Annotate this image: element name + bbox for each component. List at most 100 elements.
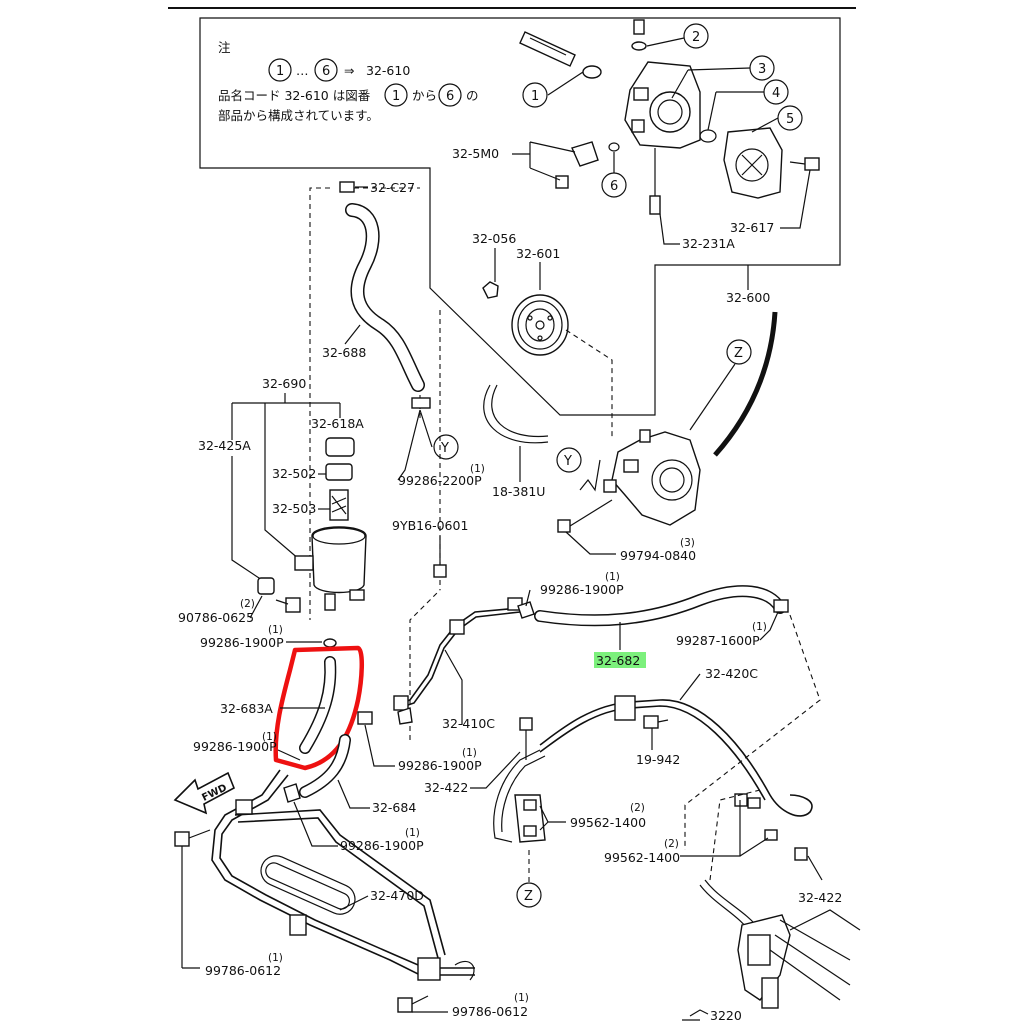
label-32-422-a: 32-422	[424, 780, 468, 795]
label-19-942: 19-942	[636, 752, 680, 767]
label-99786-0612-a: 99786-0612	[205, 963, 281, 978]
label-32-425a: 32-425A	[198, 438, 251, 453]
qty-99794-0840: (3)	[680, 537, 695, 549]
qty-99786-0612-b: (1)	[514, 992, 529, 1004]
note-title: 注	[218, 40, 231, 55]
pump-body-illustration	[519, 19, 820, 215]
label-99562-1400-b: 99562-1400	[604, 850, 680, 865]
view-marker-z-top	[726, 339, 752, 365]
label-99786-0612-b: 99786-0612	[452, 1004, 528, 1019]
label-32-601: 32-601	[516, 246, 560, 261]
label-99286-1900p-b: 99286-1900P	[193, 739, 277, 754]
pipe-32-410c	[394, 607, 521, 706]
label-3220: 3220	[710, 1008, 742, 1023]
label-32-420c: 32-420C	[705, 666, 758, 681]
label-32-470d: 32-470D	[370, 888, 424, 903]
view-marker-z-bottom	[516, 882, 542, 908]
note-line2-pre: 品名コード 32-610 は図番	[218, 88, 371, 103]
note-arrow: ⇒	[344, 63, 354, 78]
qty-99286-1900p-a: (1)	[268, 624, 283, 636]
view-marker-y-left-text: Y	[440, 441, 449, 456]
note-line2-from: 1	[392, 89, 400, 104]
callout-1-text: 1	[531, 89, 539, 104]
callout-6-text: 6	[610, 179, 618, 194]
label-99286-1900p-c: 99286-1900P	[540, 582, 624, 597]
label-99286-1900p-e: 99286-1900P	[340, 838, 424, 853]
note-block: 注 1 … 6 ⇒ 32-610 品名コード 32-610 は図番 1 から 6…	[218, 40, 479, 123]
qty-99286-1900p-d: (1)	[462, 747, 477, 759]
label-99286-2200p: 99286-2200P	[398, 473, 482, 488]
qty-99287-1600p: (1)	[752, 621, 767, 633]
reference-pointer-icon	[682, 1009, 709, 1021]
callout-3	[749, 55, 775, 81]
callout-2-text: 2	[692, 30, 700, 45]
fwd-direction-arrow: FWD	[173, 771, 236, 815]
note-line2-mid: から	[412, 88, 437, 103]
label-32-231a: 32-231A	[682, 236, 735, 251]
qty-99562-1400-a: (2)	[630, 802, 645, 814]
label-32-056: 32-056	[472, 231, 516, 246]
return-hose-32-600-detail	[713, 311, 778, 457]
drive-belt-illustration	[483, 384, 549, 444]
highlighted-label-bg	[594, 652, 646, 668]
pipe-32-420c	[539, 699, 813, 817]
note-range-to: 6	[322, 64, 330, 79]
note-range-target: 32-610	[366, 63, 410, 78]
label-32-410c: 32-410C	[442, 716, 495, 731]
label-99794-0840: 99794-0840	[620, 548, 696, 563]
label-32-502: 32-502	[272, 466, 316, 481]
label-32-618a: 32-618A	[311, 416, 364, 431]
view-marker-z-top-text: Z	[734, 346, 743, 361]
callout-3-text: 3	[758, 62, 766, 77]
pulley-illustration	[511, 294, 569, 356]
callouts: 1 2 3 4 5 6	[522, 23, 803, 198]
label-32-684: 32-684	[372, 800, 416, 815]
qty-99562-1400-b: (2)	[664, 838, 679, 850]
callout-4-text: 4	[772, 86, 780, 101]
callout-5-text: 5	[786, 112, 794, 127]
label-90786-0625: 90786-0625	[178, 610, 254, 625]
label-32-600: 32-600	[726, 290, 770, 305]
qty-99286-2200p: (1)	[470, 463, 485, 475]
label-32-688: 32-688	[322, 345, 366, 360]
reservoir-cap	[325, 437, 355, 457]
view-marker-z-bottom-text: Z	[524, 889, 533, 904]
view-marker-y-left	[433, 434, 459, 460]
label-32-683a: 32-683A	[220, 701, 273, 716]
label-32-422-b: 32-422	[798, 890, 842, 905]
installed-pump-illustration	[603, 429, 701, 526]
note-line2-to: 6	[446, 89, 454, 104]
callout-1	[522, 82, 548, 108]
label-32-682: 32-682	[596, 653, 640, 668]
pump-assembly-outline	[199, 17, 841, 416]
label-9yb16-0601: 9YB16-0601	[392, 518, 468, 533]
label-99287-1600p: 99287-1600P	[676, 633, 760, 648]
note-line3: 部品から構成されています。	[218, 108, 379, 123]
reservoir-tank	[294, 526, 367, 611]
callout-6	[601, 172, 627, 198]
view-marker-y-right-text: Y	[563, 454, 572, 469]
qty-99786-0612-a: (1)	[268, 952, 283, 964]
label-99562-1400-a: 99562-1400	[570, 815, 646, 830]
pipe-32-470d	[211, 769, 475, 981]
callout-2	[683, 23, 709, 49]
label-99286-1900p-d: 99286-1900P	[398, 758, 482, 773]
qty-99286-1900p-b: (1)	[262, 731, 277, 743]
label-32-5m0: 32-5M0	[452, 146, 499, 161]
callout-5	[777, 105, 803, 131]
qty-99286-1900p-c: (1)	[605, 571, 620, 583]
view-marker-y-right	[556, 447, 582, 473]
label-32-503: 32-503	[272, 501, 316, 516]
note-range-sep: …	[296, 63, 309, 78]
label-32-690: 32-690	[262, 376, 306, 391]
label-18-381u: 18-381U	[492, 484, 545, 499]
steering-gear-illustration	[699, 879, 861, 1009]
qty-90786-0625: (2)	[240, 598, 255, 610]
callout-4	[763, 79, 789, 105]
qty-99286-1900p-e: (1)	[405, 827, 420, 839]
label-32-617: 32-617	[730, 220, 774, 235]
note-range-from: 1	[276, 64, 284, 79]
note-line2-post: の	[466, 88, 479, 103]
label-99286-1900p-a: 99286-1900P	[200, 635, 284, 650]
